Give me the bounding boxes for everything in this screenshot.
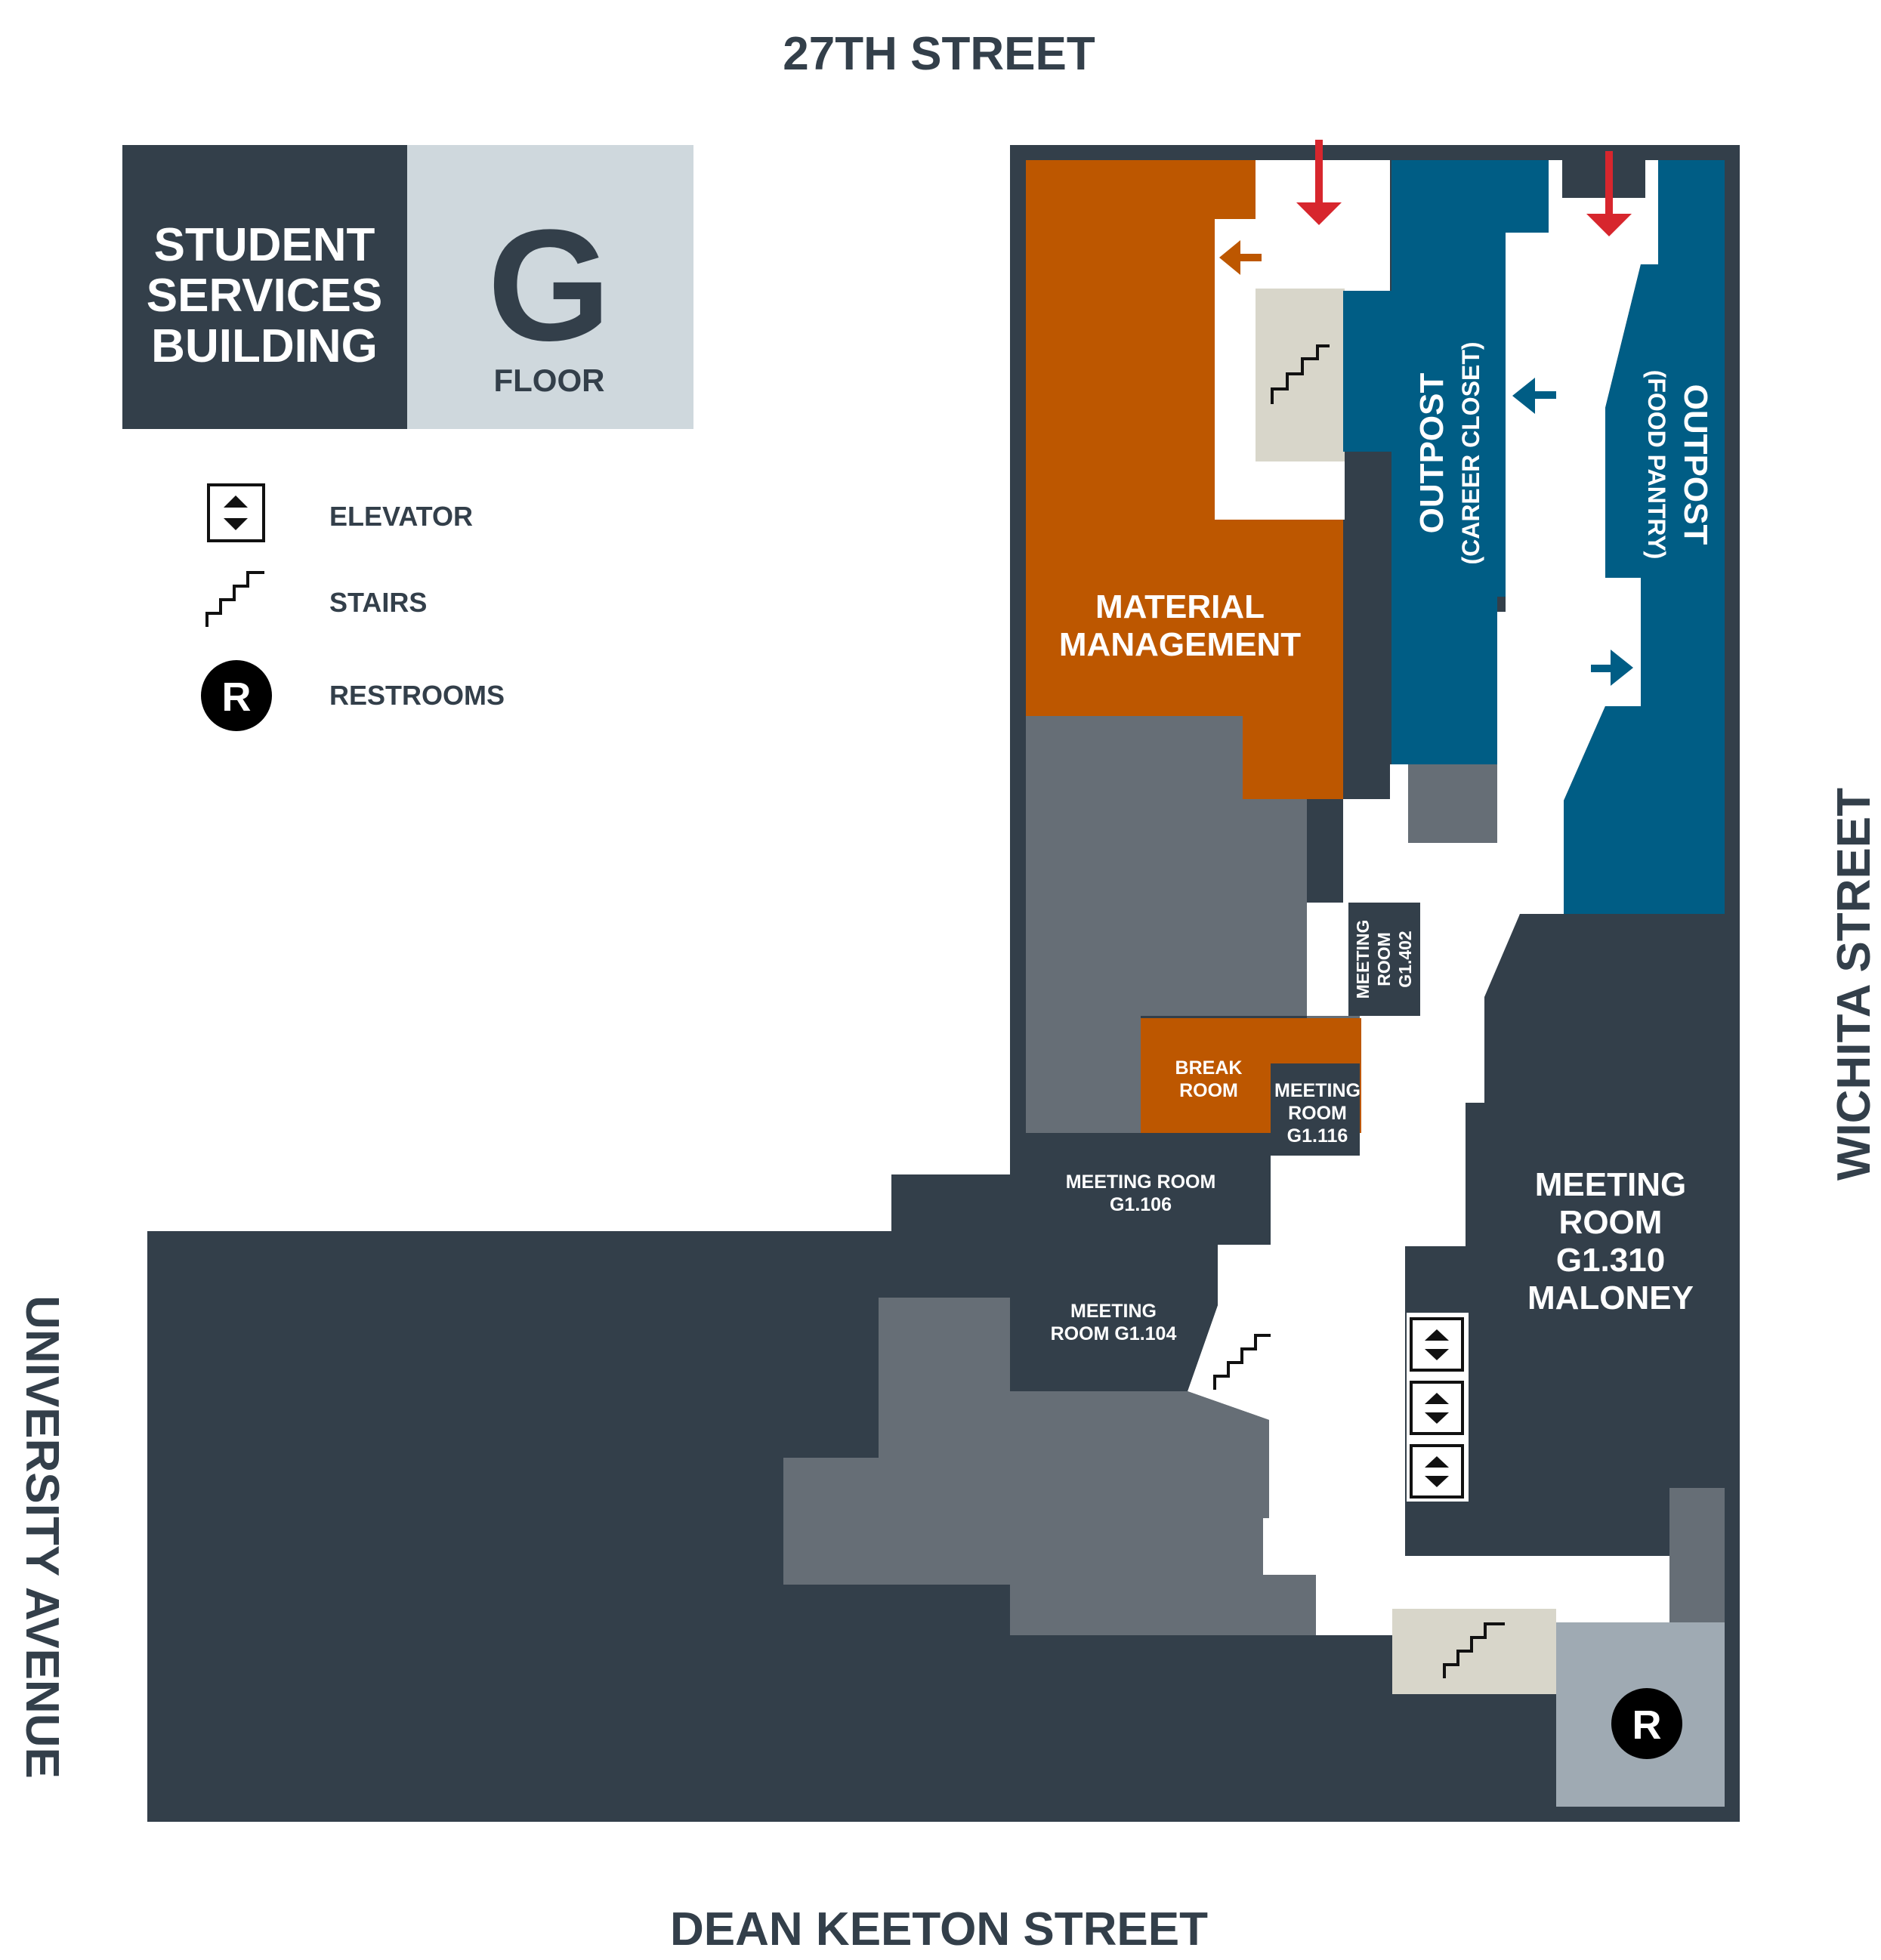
stairs-north-icon (1271, 344, 1330, 404)
street-west-label: UNIVERSITY AVENUE (16, 1295, 68, 1779)
stairs-south (1392, 1609, 1556, 1694)
meeting-room-g1-310 (1405, 914, 1740, 1556)
material-management-label-1: MATERIAL (1095, 588, 1265, 625)
floor-letter: G (487, 196, 610, 374)
arrow-to-food-pantry (1591, 650, 1633, 686)
outpost-career-label-2: (CAREER CLOSET) (1457, 341, 1484, 564)
stairs-south-icon (1443, 1622, 1505, 1678)
stairs-middle-icon (1213, 1334, 1271, 1390)
outpost-food-label-1: OUTPOST (1677, 384, 1714, 545)
floor-label: FLOOR (494, 363, 605, 398)
meeting-g1-402-label-1: MEETING (1353, 920, 1373, 999)
meeting-g1-310-label-3: G1.310 (1556, 1242, 1665, 1279)
arrow-to-career-closet (1512, 378, 1556, 414)
title-block: STUDENT SERVICES BUILDING G FLOOR (122, 145, 693, 429)
outpost-food-label-2: (FOOD PANTRY) (1643, 370, 1670, 560)
legend: ELEVATOR STAIRS R RESTROOMS (201, 483, 505, 731)
restroom-map-icon (1611, 1688, 1682, 1759)
meeting-g1-116-label-2: ROOM (1288, 1103, 1347, 1124)
outpost-career-closet (1343, 160, 1549, 764)
legend-elevator-label: ELEVATOR (329, 501, 473, 532)
meeting-g1-116-label-1: MEETING (1274, 1080, 1361, 1101)
meeting-room-g1-116 (1271, 1063, 1360, 1156)
meeting-g1-310-label-1: MEETING (1535, 1166, 1686, 1203)
meeting-g1-402-label-3: G1.402 (1395, 931, 1415, 987)
restroom-icon: R (201, 660, 272, 731)
material-management-label-2: MANAGEMENT (1059, 626, 1301, 663)
legend-stairs-label: STAIRS (329, 587, 427, 618)
building: R MATERIAL MANAGEMENT OUTPOST (CAREER CL… (147, 140, 1740, 1822)
building-name-line2: SERVICES (147, 270, 382, 322)
elevator-3 (1410, 1444, 1464, 1499)
svg-text:R: R (222, 674, 252, 720)
street-north-label: 27TH STREET (783, 28, 1095, 80)
meeting-g1-104-label-1: MEETING (1070, 1301, 1157, 1322)
building-name-line1: STUDENT (154, 219, 375, 271)
break-room-label-1: BREAK (1175, 1057, 1243, 1079)
building-name-line3: BUILDING (151, 320, 378, 372)
elevator-1 (1410, 1317, 1464, 1372)
break-room-label-2: ROOM (1179, 1080, 1238, 1101)
meeting-room-g1-104 (1010, 1245, 1218, 1391)
stairs-icon (205, 571, 264, 627)
arrow-to-material-management (1219, 240, 1262, 275)
entrance-arrow-north-1 (1296, 140, 1342, 225)
meeting-g1-106-label-2: G1.106 (1110, 1194, 1172, 1215)
gray-space-south (783, 1298, 1316, 1635)
elevator-icon (207, 483, 265, 542)
gray-space-east (1669, 1488, 1725, 1622)
meeting-room-g1-106 (1010, 1133, 1271, 1245)
entrance-arrow-north-2 (1586, 151, 1632, 236)
gray-space-west (1026, 716, 1360, 1133)
street-south-label: DEAN KEETON STREET (670, 1903, 1208, 1955)
meeting-g1-402-label-2: ROOM (1374, 932, 1394, 986)
meeting-room-g1-402 (1348, 903, 1420, 1016)
outpost-food-pantry (1564, 160, 1725, 914)
meeting-g1-106-label-1: MEETING ROOM (1066, 1171, 1216, 1193)
elevator-2 (1410, 1381, 1464, 1435)
restroom-map-glyph: R (1632, 1702, 1662, 1748)
elevator-bank (1407, 1313, 1469, 1502)
meeting-g1-116-label-3: G1.116 (1287, 1125, 1348, 1147)
building-name-panel (122, 145, 407, 429)
gray-space-career (1408, 764, 1497, 843)
outpost-career-label-1: OUTPOST (1413, 373, 1450, 534)
floor-panel (407, 145, 693, 429)
meeting-g1-310-label-4: MALONEY (1527, 1279, 1694, 1316)
north-south-corridor (1188, 219, 1681, 1635)
meeting-g1-310-label-2: ROOM (1559, 1204, 1663, 1241)
meeting-g1-104-label-2: ROOM G1.104 (1051, 1323, 1177, 1344)
legend-restrooms-label: RESTROOMS (329, 680, 505, 711)
material-management-room (1026, 160, 1343, 799)
street-east-label: WICHITA STREET (1828, 788, 1880, 1181)
